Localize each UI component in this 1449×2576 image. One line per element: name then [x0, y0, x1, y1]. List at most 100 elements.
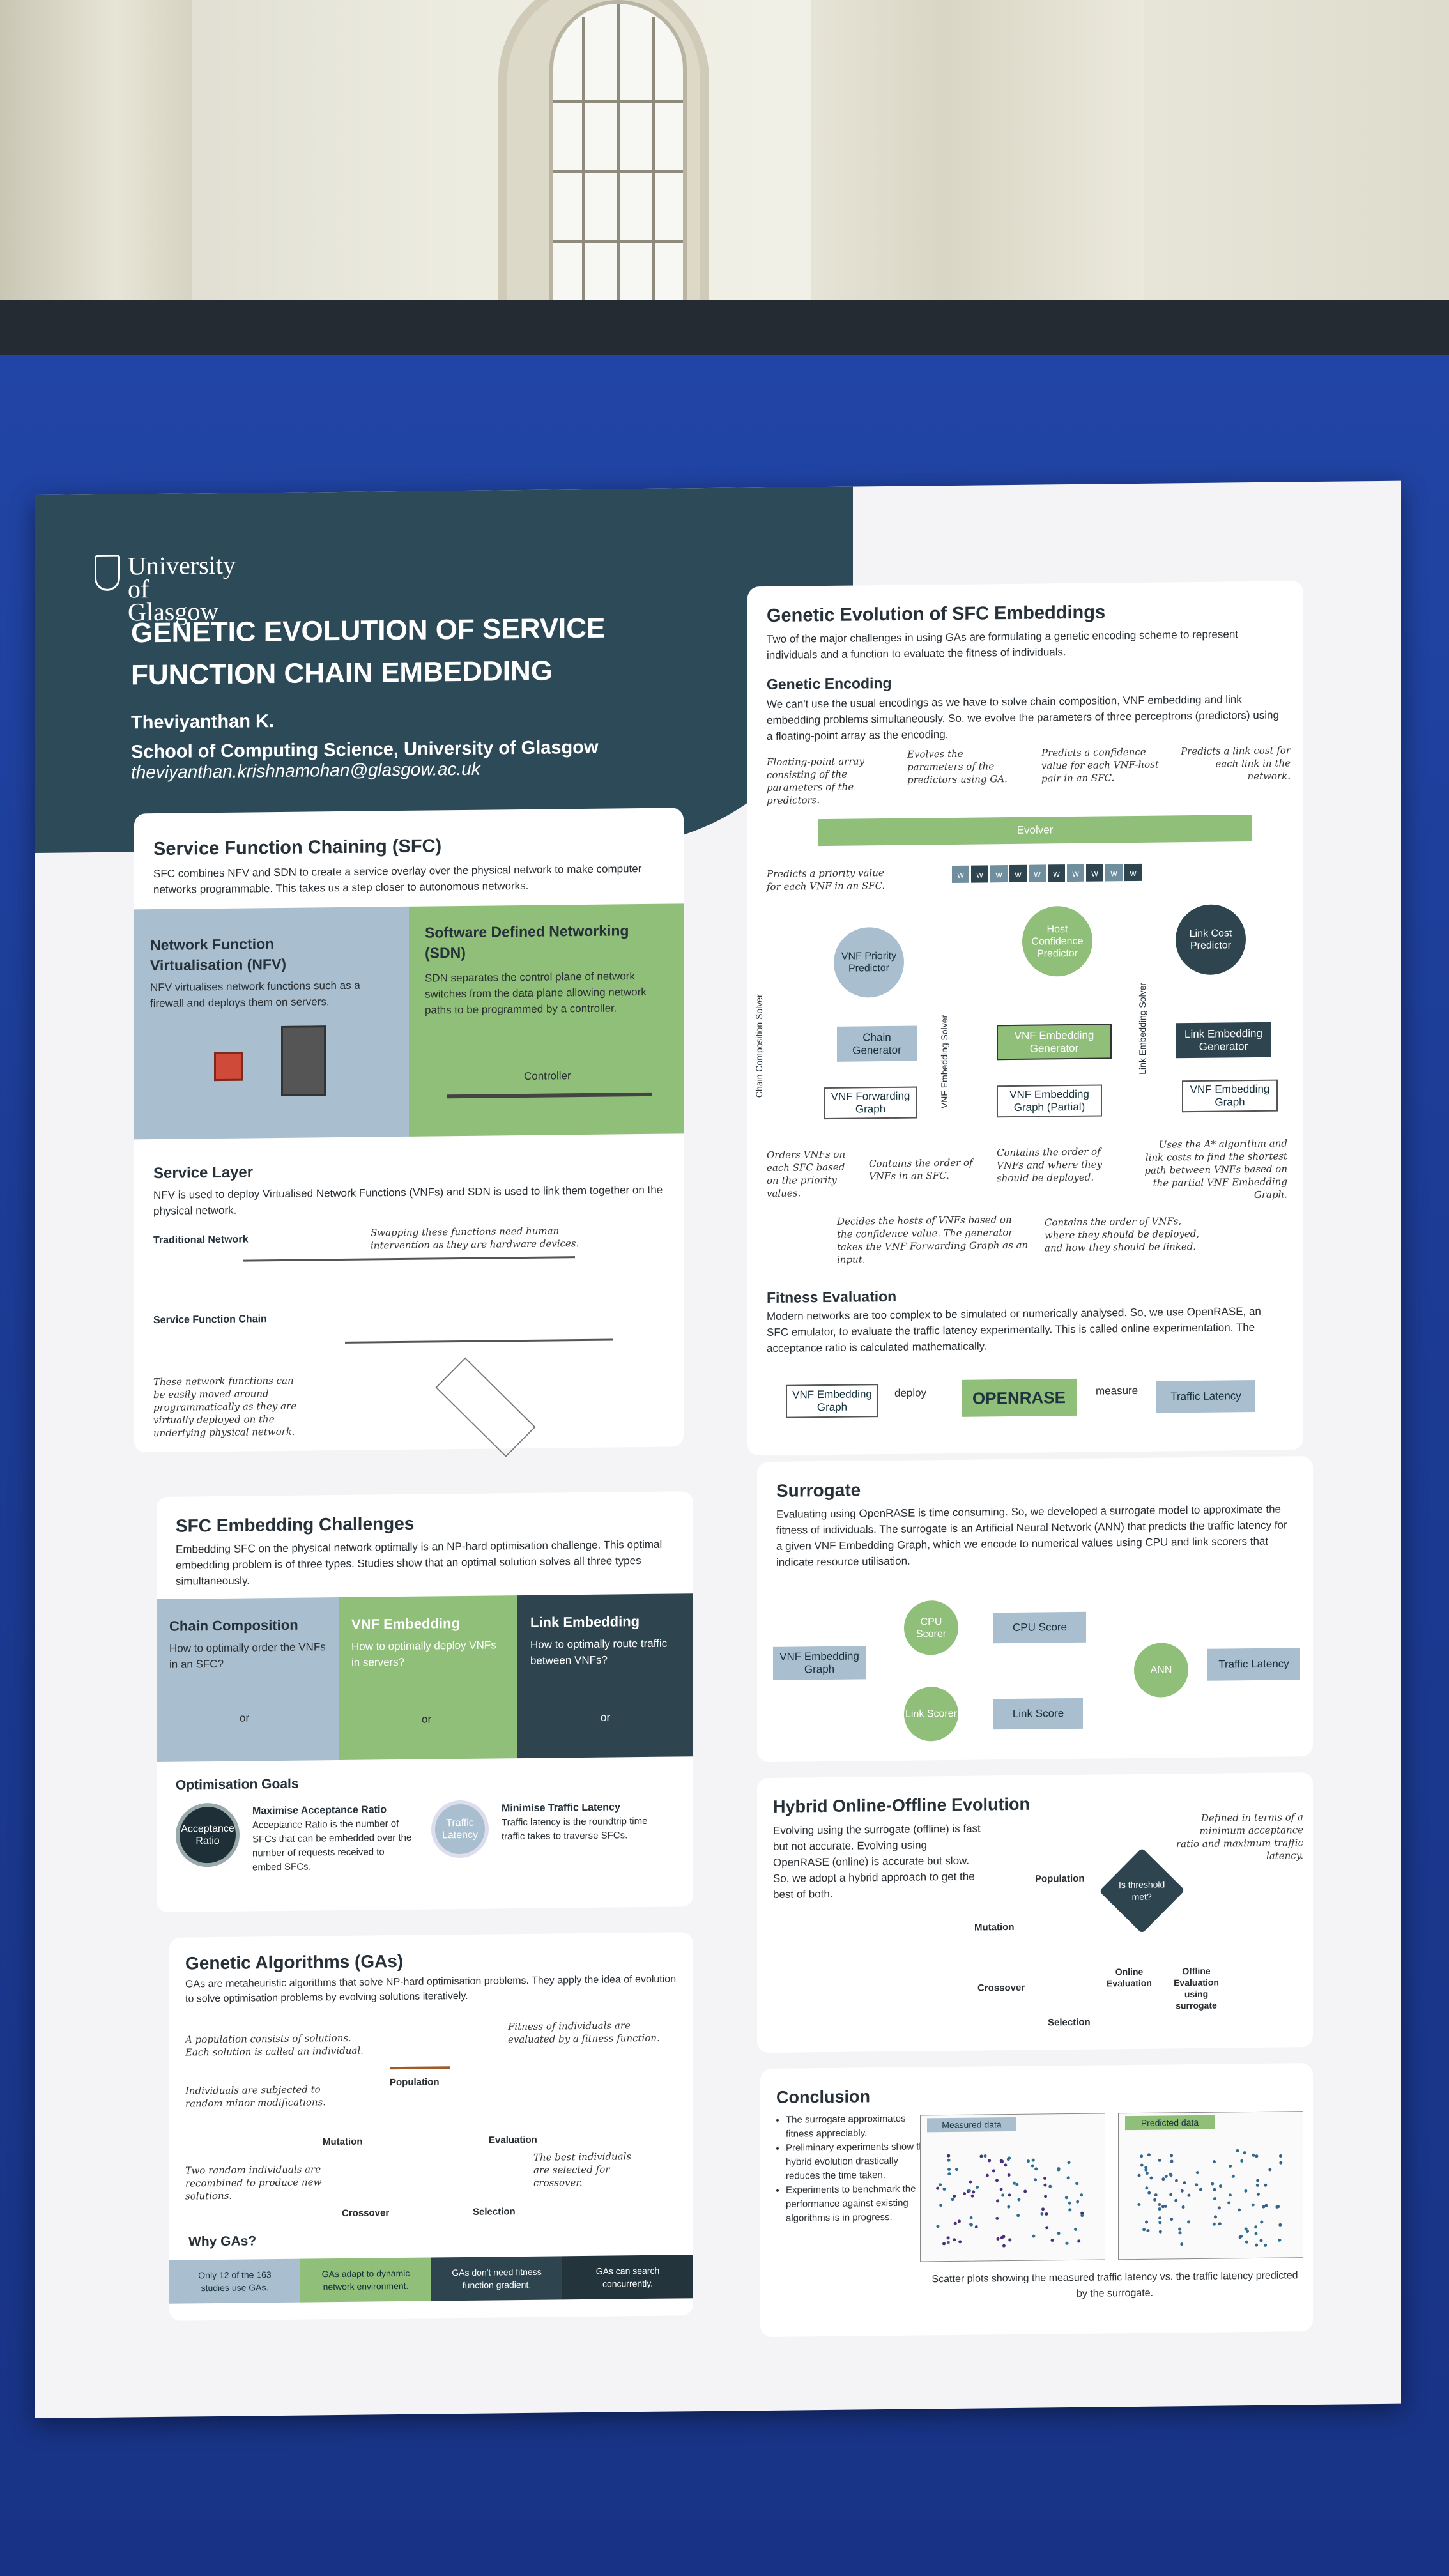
hybrid-text: Evolving using the surrogate (offline) i… [773, 1822, 981, 1901]
scatter-point [995, 2179, 999, 2182]
cpu-score: CPU Score [993, 1611, 1086, 1644]
physical-network-diagram [435, 1357, 536, 1457]
scatter-point [1032, 2234, 1036, 2238]
scatter-point [953, 2195, 956, 2198]
scatter-point [1178, 2227, 1182, 2231]
author-block: Theviyanthan K. School of Computing Scie… [131, 703, 599, 767]
weight-cell: w [952, 865, 969, 883]
scatter-point [992, 2169, 995, 2173]
online-evaluation-label: Online Evaluation [1107, 1966, 1152, 1989]
measured-scatter-plot: Measured data [920, 2113, 1105, 2262]
scatter-point [1002, 2244, 1006, 2248]
chain-composition-heading: Chain Composition [169, 1616, 298, 1634]
scatter-point [954, 2168, 958, 2172]
vnf-embedding-graph: VNF Embedding Graph [1182, 1079, 1278, 1113]
scatter-point [1279, 2161, 1283, 2165]
left-pillar [0, 0, 192, 332]
scatter-point [1144, 2168, 1148, 2172]
arched-window [549, 0, 687, 319]
scatter-point [1000, 2236, 1004, 2240]
scatter-point [953, 2238, 956, 2242]
scatter-point [946, 2241, 950, 2244]
scatter-point [1236, 2149, 1239, 2152]
ga-section: Genetic Algorithms (GAs) GAs are metaheu… [169, 1932, 693, 2321]
title-line-2: FUNCTION CHAIN EMBEDDING [131, 655, 553, 691]
note-population: A population consists of solutions. Each… [185, 2032, 364, 2058]
weight-cell: w [1048, 864, 1065, 882]
evolution-section: Genetic Evolution of SFC Embeddings Two … [747, 581, 1303, 1456]
scatter-point [995, 2216, 999, 2220]
weight-cell: w [1067, 864, 1084, 882]
conclusion-heading: Conclusion [776, 2087, 870, 2107]
scatter-point [963, 2192, 967, 2196]
note-contains-links: Contains the order of VNFs, where they s… [1045, 1215, 1200, 1254]
note-selection: The best individuals are selected for cr… [533, 2150, 632, 2189]
fitness-heading: Fitness Evaluation [767, 1287, 897, 1307]
conclusion-list: The surrogate approximates fitness appre… [786, 2112, 933, 2225]
scatter-point [1238, 2235, 1242, 2239]
surrogate-embedding-graph: VNF Embedding Graph [773, 1646, 866, 1680]
research-poster: University of Glasgow GENETIC EVOLUTION … [35, 480, 1401, 2418]
hybrid-selection-label: Selection [1048, 2016, 1091, 2028]
why-gas-4: GAs can search concurrently. [562, 2255, 693, 2300]
scatter-point [1169, 2174, 1173, 2177]
note-link-cost: Predicts a link cost for each link in th… [1181, 744, 1291, 783]
scatter-point [1278, 2238, 1282, 2242]
link-embedding-panel: Link Embedding How to optimally route tr… [518, 1593, 693, 1759]
scatter-point [1057, 2232, 1061, 2235]
nfv-heading: Network Function Virtualisation (NFV) [150, 935, 286, 974]
note-confidence: Predicts a confidence value for each VNF… [1041, 746, 1159, 785]
evaluation-label: Evaluation [489, 2134, 537, 2146]
fitness-traffic-latency: Traffic Latency [1156, 1379, 1255, 1413]
or-label-1: or [240, 1712, 250, 1724]
scatter-point [1158, 2221, 1162, 2225]
chain-composition-panel: Chain Composition How to optimally order… [157, 1597, 339, 1763]
link-embedding-text: How to optimally route traffic between V… [530, 1637, 668, 1667]
controller-label: Controller [524, 1070, 571, 1082]
scatter-point [1137, 2203, 1141, 2207]
challenges-section: SFC Embedding Challenges Embedding SFC o… [157, 1491, 693, 1913]
scatter-point [947, 2167, 951, 2171]
scatter-point [974, 2225, 978, 2229]
note-crossover: Two random individuals are recombined to… [185, 2163, 322, 2202]
scatter-point [1260, 2220, 1264, 2224]
note-orders: Orders VNFs on each SFC based on the pri… [767, 1148, 846, 1200]
scatter-point [1064, 2196, 1068, 2200]
scatter-point [1231, 2174, 1235, 2178]
scatter-point [1158, 2202, 1162, 2206]
scatter-point [1080, 2211, 1084, 2215]
scatter-point [1016, 2214, 1020, 2218]
scatter-point [1075, 2182, 1079, 2186]
link-cost-predictor: Link Cost Predictor [1176, 904, 1246, 976]
conclusion-section: Conclusion The surrogate approximates fi… [760, 2063, 1313, 2338]
scatter-point [958, 2240, 962, 2244]
scatter-point [1067, 2161, 1071, 2165]
conclusion-point-1: The surrogate approximates fitness appre… [786, 2112, 933, 2141]
nfv-panel: Network Function Virtualisation (NFV) NF… [134, 906, 409, 1140]
scatter-point [1264, 2243, 1268, 2247]
scatter-point [1170, 2159, 1174, 2163]
scatter-point [1251, 2203, 1255, 2207]
sfc-heading: Service Function Chaining (SFC) [153, 836, 442, 860]
scatter-point [972, 2190, 976, 2194]
scatter-point [1268, 2168, 1272, 2172]
scatter-point [1245, 2240, 1248, 2244]
chain-composition-solver-label: Chain Composition Solver [754, 994, 764, 1098]
scatter-point [1254, 2232, 1258, 2235]
vnf-forwarding-graph: VNF Forwarding Graph [824, 1086, 917, 1120]
note-fitness: Fitness of individuals are evaluated by … [508, 2020, 660, 2046]
scatter-point [947, 2154, 951, 2158]
population-label: Population [390, 2076, 440, 2089]
scatter-point [1158, 2230, 1162, 2234]
scatter-point [1195, 2171, 1199, 2175]
right-pillar [811, 0, 1144, 332]
vnf-embedding-panel: VNF Embedding How to optimally deploy VN… [339, 1595, 518, 1761]
scatter-point [1187, 2220, 1191, 2224]
scatter-point [946, 2236, 950, 2240]
scatter-point [1044, 2195, 1048, 2198]
scatter-point [1045, 2226, 1049, 2230]
scatter-point [1158, 2207, 1162, 2211]
scatter-point [985, 2174, 989, 2177]
measured-points [936, 2154, 1084, 2248]
scatter-point [1144, 2166, 1148, 2170]
